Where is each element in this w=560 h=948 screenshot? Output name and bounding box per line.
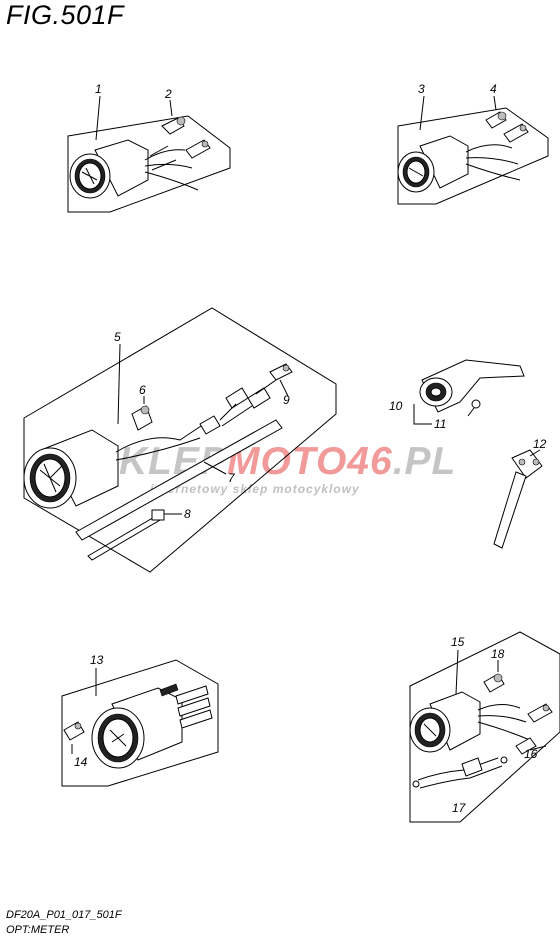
part-17-harness (412, 756, 508, 789)
callout-8: 8 (184, 507, 191, 521)
part-4-connector (503, 123, 529, 143)
callout-18: 18 (491, 647, 505, 661)
watermark-brand-b: MOTO46 (227, 440, 393, 483)
leader-10 (413, 404, 432, 425)
part-16-connector (515, 703, 553, 755)
figure-subtitle: OPT:METER (6, 923, 70, 936)
callout-5: 5 (114, 330, 121, 344)
part-1-gauge (69, 139, 199, 199)
part-4-bulb (485, 95, 507, 129)
callout-15: 15 (451, 635, 465, 649)
figure-title: FIG.501F (6, 0, 125, 30)
callout-13: 13 (90, 653, 104, 667)
leader-1 (95, 95, 101, 141)
leader-3 (419, 95, 425, 131)
part-5-gauge (23, 419, 211, 509)
callout-6: 6 (139, 383, 146, 397)
callout-1: 1 (95, 82, 102, 96)
kit-box-3 (397, 107, 549, 205)
figure-footer: DF20A_P01_017_501F OPT:METER (6, 908, 122, 938)
part-15-gauge (409, 691, 531, 753)
part-12-lever (493, 449, 543, 549)
part-13-gauge (91, 683, 213, 769)
leader-5 (117, 343, 121, 425)
callout-9: 9 (283, 393, 290, 407)
watermark-brand-c: .PL (392, 440, 457, 483)
part-3-gauge (397, 135, 521, 193)
part-2-connector (185, 139, 211, 159)
kit-box-15 (409, 631, 560, 823)
callout-10: 10 (389, 399, 403, 413)
figure-code: DF20A_P01_017_501F (6, 909, 122, 921)
callout-7: 7 (228, 471, 236, 485)
kit-box-1 (67, 115, 231, 213)
part-10-bracket (419, 359, 525, 413)
part-14-bulb (63, 721, 85, 754)
part-18-bulb (483, 660, 505, 693)
callout-2: 2 (164, 87, 172, 101)
part-11-screw (467, 399, 481, 417)
callout-3: 3 (418, 82, 425, 96)
part-8-tie (87, 509, 182, 561)
part-7-tube (75, 419, 283, 541)
callout-12: 12 (533, 437, 547, 451)
watermark-tagline: internetowy sklep motocyklowy (150, 482, 360, 496)
kit-box-13 (61, 659, 219, 787)
callout-4: 4 (490, 82, 497, 96)
leader-15 (455, 649, 459, 695)
kit-box-5 (23, 307, 337, 573)
part-6-bulb (131, 396, 153, 431)
part-2-bulb (161, 99, 186, 135)
part-9-harness (199, 363, 293, 435)
callout-11: 11 (434, 417, 446, 431)
callout-17: 17 (452, 801, 467, 815)
callout-16: 16 (524, 747, 538, 761)
callout-14: 14 (74, 755, 88, 769)
